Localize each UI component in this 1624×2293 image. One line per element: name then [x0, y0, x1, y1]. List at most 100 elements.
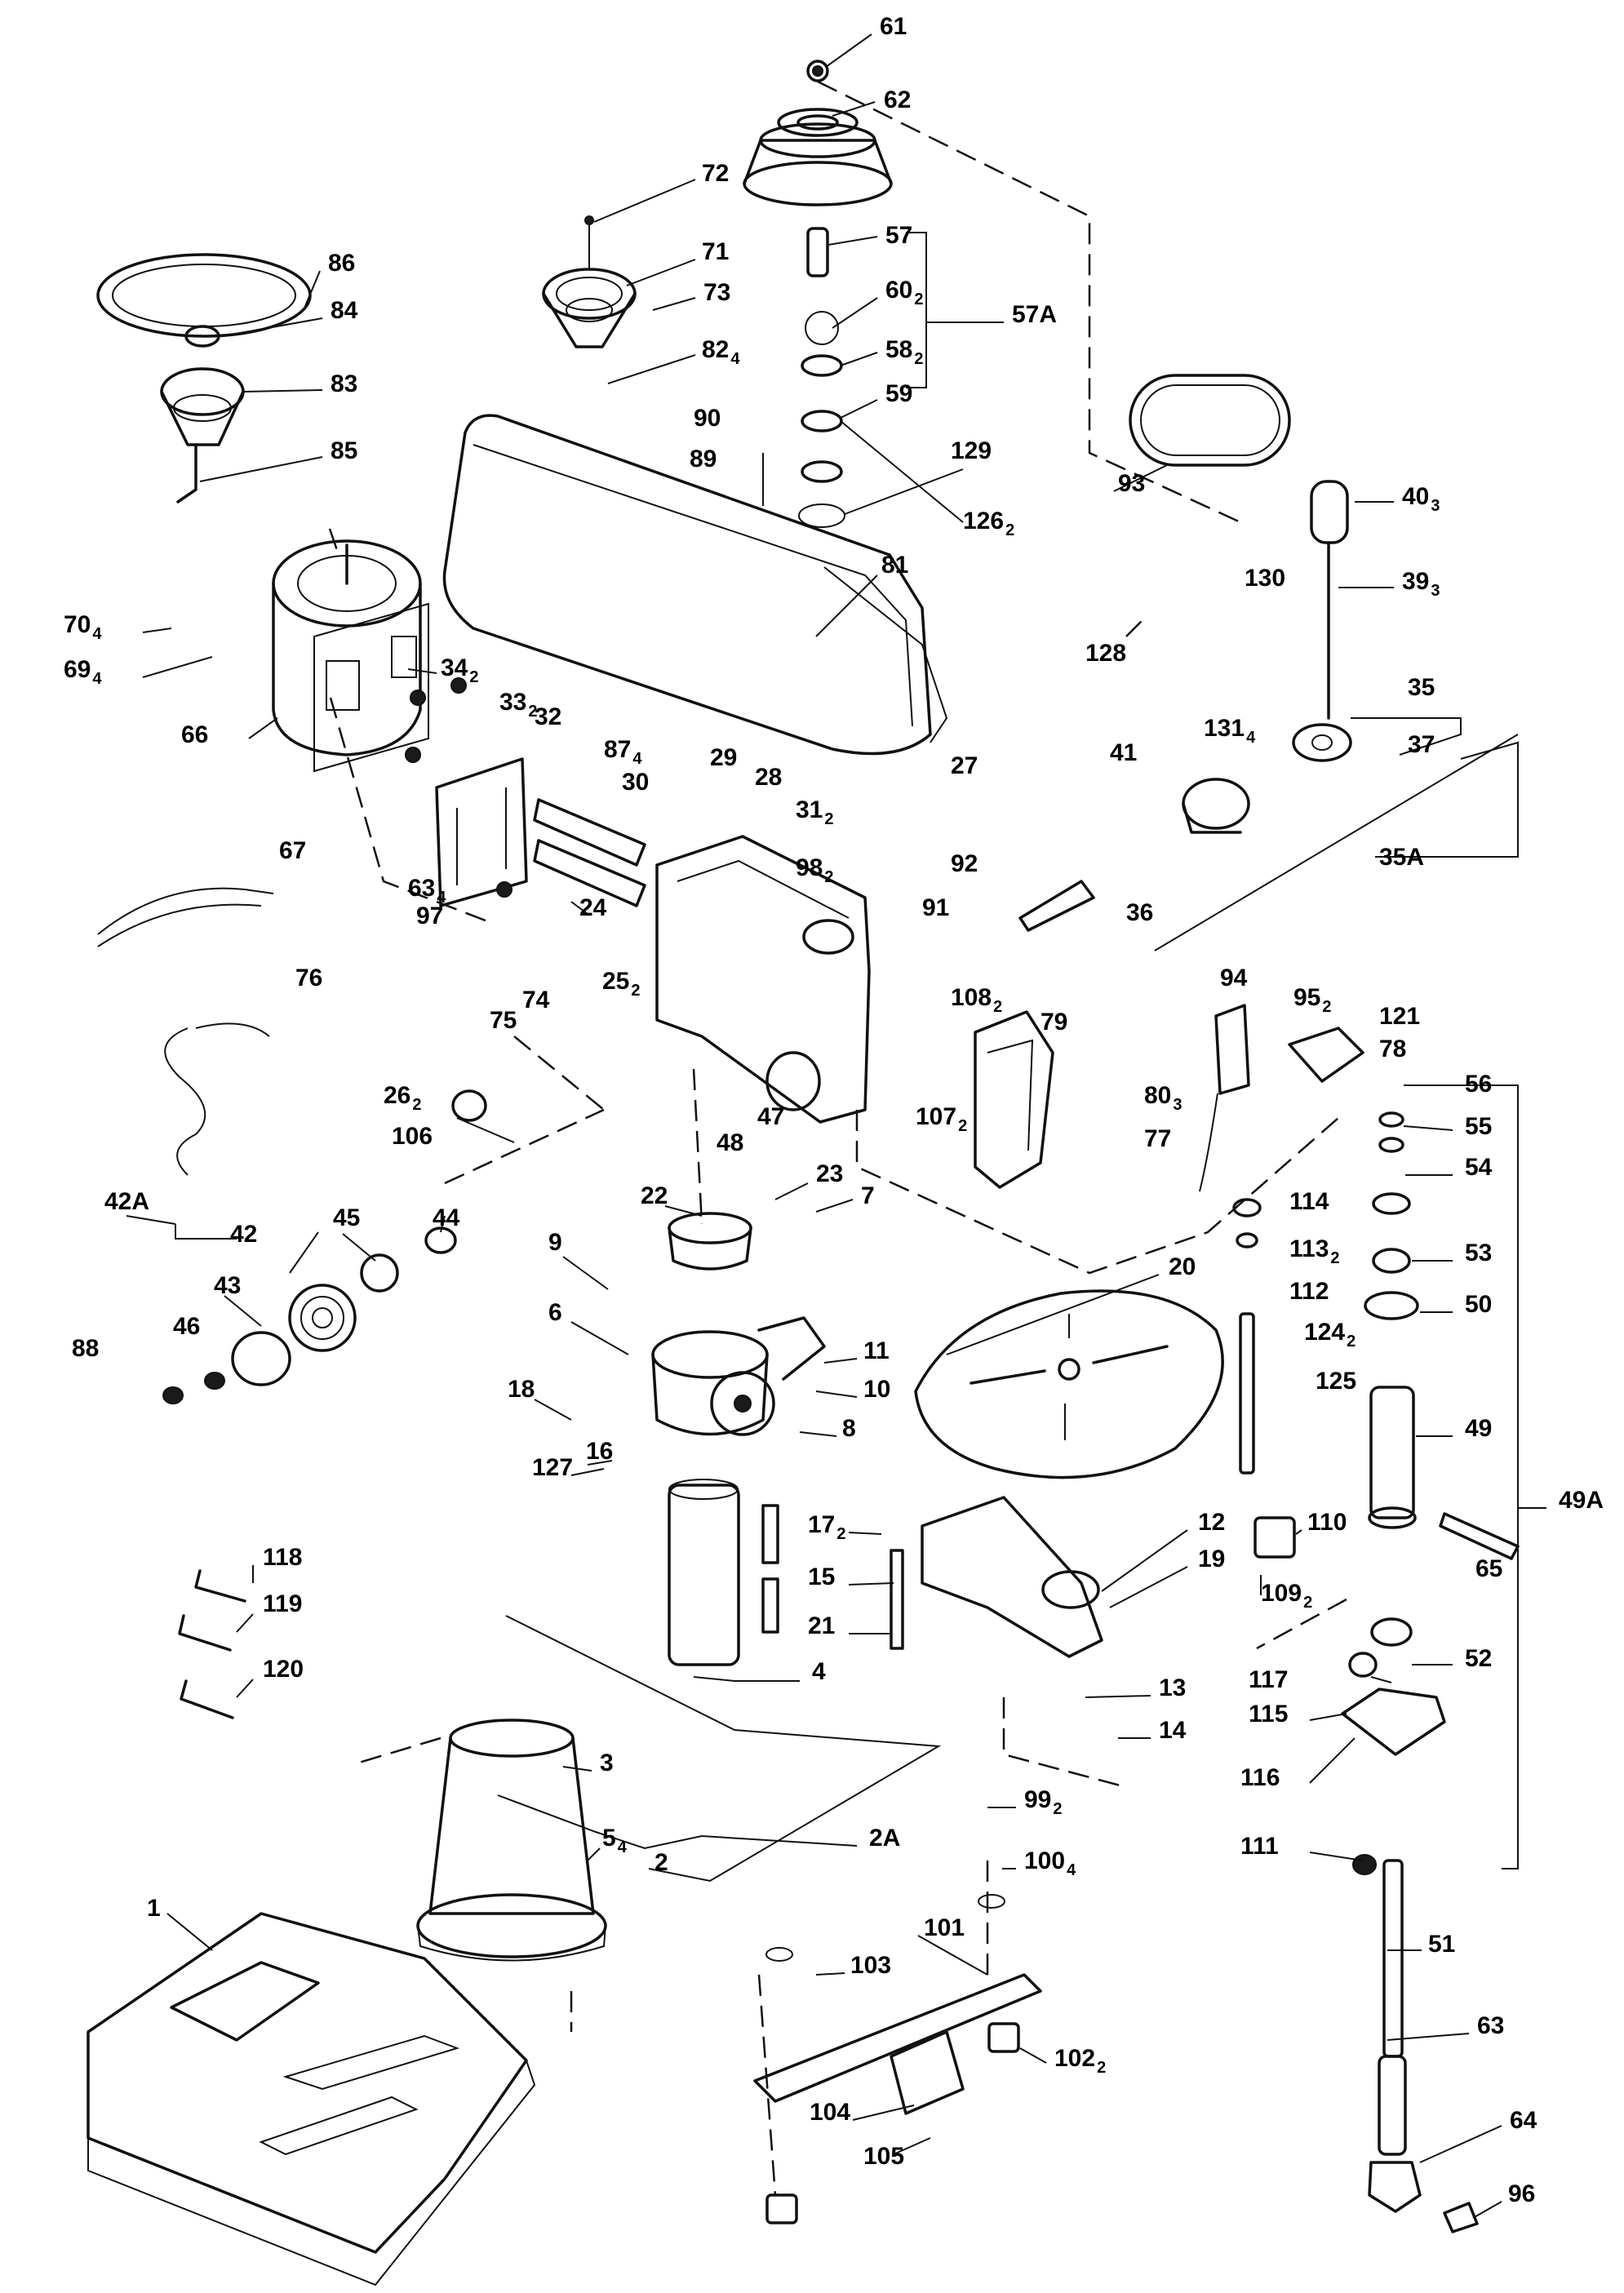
base — [87, 1912, 536, 2286]
part-label: 40 — [1402, 483, 1429, 510]
leader-lines — [126, 33, 1546, 2219]
part-label: 124 — [1304, 1319, 1345, 1346]
part-label: 112 — [1289, 1278, 1329, 1305]
part-label-quantity: 2 — [914, 350, 923, 368]
part-label: 28 — [755, 764, 782, 791]
part-label: 55 — [1465, 1113, 1492, 1140]
part-label: 80 — [1144, 1082, 1171, 1109]
hex-keys — [178, 1569, 246, 1719]
column — [416, 1719, 607, 1962]
part-label: 35A — [1379, 844, 1424, 871]
part-label-quantity: 2 — [914, 291, 923, 308]
part-label: 90 — [694, 405, 721, 432]
part-label: 105 — [863, 2143, 904, 2170]
part-label: 20 — [1169, 1253, 1196, 1280]
part-label: 19 — [1198, 1546, 1225, 1572]
part-label: 36 — [1126, 899, 1153, 926]
belt-cover — [442, 414, 948, 756]
motor-pulley — [96, 253, 312, 503]
part-label: 60 — [885, 277, 912, 304]
part-label: 87 — [604, 736, 631, 763]
head-casting — [655, 835, 871, 1124]
part-label: 108 — [951, 984, 992, 1011]
part-label: 110 — [1307, 1509, 1347, 1536]
part-label: 5 — [602, 1825, 616, 1852]
part-label: 131 — [1204, 715, 1245, 742]
part-label: 15 — [808, 1563, 835, 1590]
part-label-quantity: 4 — [1067, 1861, 1076, 1879]
part-label: 44 — [433, 1204, 460, 1231]
part-label: 48 — [717, 1129, 743, 1156]
part-label: 23 — [816, 1160, 843, 1187]
part-label: 102 — [1054, 2045, 1095, 2072]
collar-ring — [668, 1212, 752, 1271]
switch-plate — [1199, 1004, 1364, 1192]
assembly-lines — [328, 80, 1347, 2196]
part-label: 81 — [881, 552, 908, 579]
part-label: 128 — [1085, 640, 1126, 667]
part-label: 29 — [710, 744, 737, 771]
part-label: 33 — [499, 689, 526, 716]
part-label: 16 — [586, 1438, 613, 1465]
part-label: 88 — [72, 1335, 99, 1362]
pinion-spring-assembly — [162, 1089, 515, 1404]
part-label: 91 — [922, 894, 949, 921]
part-label: 97 — [416, 903, 443, 929]
part-label-quantity: 2 — [1097, 2059, 1106, 2077]
part-label: 66 — [181, 721, 208, 748]
part-label: 71 — [702, 238, 729, 265]
part-label: 83 — [331, 370, 357, 397]
part-label: 120 — [263, 1656, 304, 1683]
part-label: 113 — [1289, 1235, 1329, 1262]
part-label: 92 — [951, 850, 978, 877]
part-label-quantity: 3 — [1431, 497, 1440, 515]
part-label-quantity: 2 — [469, 668, 478, 686]
part-label: 93 — [1118, 470, 1145, 497]
part-label: 49 — [1465, 1415, 1492, 1442]
part-label: 12 — [1198, 1509, 1225, 1536]
part-label: 22 — [641, 1182, 668, 1209]
part-label-quantity: 4 — [618, 1838, 628, 1856]
part-label: 117 — [1249, 1666, 1288, 1693]
idler-pulley — [542, 215, 637, 348]
part-label: 18 — [508, 1376, 535, 1403]
part-label: 53 — [1465, 1240, 1492, 1266]
part-label: 35 — [1408, 674, 1435, 701]
part-label: 6 — [548, 1299, 562, 1326]
part-label: 56 — [1465, 1071, 1492, 1098]
part-label: 101 — [924, 1914, 965, 1941]
part-label: 106 — [392, 1123, 433, 1150]
part-label: 2A — [869, 1825, 900, 1852]
part-label-quantity: 2 — [1303, 1594, 1312, 1612]
part-label: 42 — [230, 1221, 257, 1248]
part-label: 50 — [1465, 1291, 1492, 1318]
part-label: 116 — [1240, 1764, 1280, 1791]
part-label: 118 — [263, 1544, 302, 1571]
motor — [272, 539, 429, 773]
part-label: 111 — [1240, 1833, 1279, 1860]
part-label: 72 — [702, 160, 729, 187]
part-label-quantity: 4 — [632, 750, 642, 768]
part-label-quantity: 2 — [836, 1525, 845, 1543]
part-label: 37 — [1408, 731, 1435, 758]
part-label: 119 — [263, 1590, 302, 1617]
part-label-quantity: 2 — [824, 810, 833, 828]
part-label: 96 — [1508, 2180, 1535, 2207]
part-label: 74 — [522, 987, 550, 1013]
part-label: 82 — [702, 336, 729, 363]
table-arm — [921, 1496, 1103, 1658]
quill-assembly — [1341, 1111, 1520, 2233]
part-label: 57 — [885, 222, 912, 249]
part-label: 54 — [1465, 1154, 1493, 1181]
part-label: 64 — [1510, 2107, 1537, 2134]
part-label: 78 — [1379, 1036, 1406, 1062]
part-label: 46 — [173, 1313, 200, 1340]
part-label: 14 — [1159, 1717, 1187, 1744]
work-table — [914, 1289, 1224, 1479]
part-label: 67 — [279, 837, 306, 864]
part-label: 99 — [1024, 1786, 1051, 1813]
part-label: 61 — [880, 13, 907, 40]
part-label-quantity: 2 — [412, 1096, 421, 1114]
part-label: 95 — [1293, 984, 1320, 1011]
